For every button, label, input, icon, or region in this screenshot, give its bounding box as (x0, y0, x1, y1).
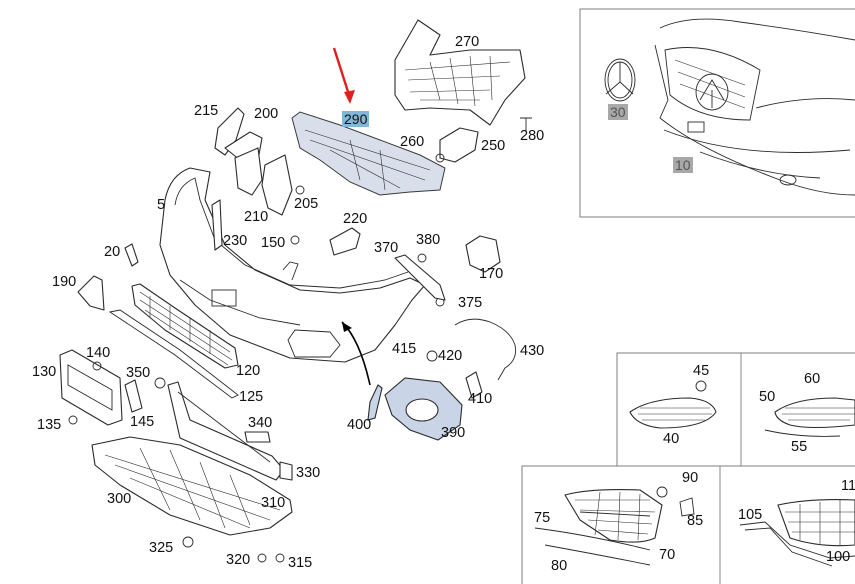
label-310[interactable]: 310 (261, 495, 286, 511)
label-325[interactable]: 325 (149, 540, 174, 556)
label-250[interactable]: 250 (481, 138, 506, 154)
label-60[interactable]: 60 (804, 371, 821, 387)
label-20[interactable]: 20 (104, 244, 121, 260)
sensor-410-drawing (465, 371, 483, 399)
label-70[interactable]: 70 (659, 547, 676, 563)
part-145-drawing (124, 379, 143, 413)
bracket-370-drawing (394, 254, 446, 301)
label-375[interactable]: 375 (458, 295, 483, 311)
brackets-260-250-280-drawing (435, 117, 532, 163)
label-350[interactable]: 350 (126, 365, 151, 381)
clip-340-drawing (244, 431, 271, 443)
star-emblem-drawing (604, 58, 636, 102)
label-200[interactable]: 200 (254, 106, 279, 122)
grille-100-drawing (739, 499, 855, 567)
bracket-270-drawing (394, 19, 526, 126)
label-215[interactable]: 215 (194, 103, 219, 119)
foglamp-cover-50-drawing (764, 397, 855, 437)
label-315[interactable]: 315 (288, 555, 313, 571)
label-10[interactable]: 10 (673, 157, 693, 173)
label-75[interactable]: 75 (534, 510, 551, 526)
bracket-330-drawing (279, 461, 293, 481)
label-220[interactable]: 220 (343, 211, 368, 227)
label-400[interactable]: 400 (347, 417, 372, 433)
label-205[interactable]: 205 (294, 196, 319, 212)
label-190[interactable]: 190 (52, 274, 77, 290)
label-145[interactable]: 145 (130, 414, 155, 430)
label-45[interactable]: 45 (693, 363, 710, 379)
fasteners-drawing (68, 235, 445, 563)
underbody-panel-drawing (91, 436, 293, 536)
bracket-290-drawing (291, 111, 446, 196)
label-430[interactable]: 430 (520, 343, 545, 359)
label-140[interactable]: 140 (86, 345, 111, 361)
label-80[interactable]: 80 (551, 558, 568, 574)
label-210[interactable]: 210 (244, 209, 269, 225)
label-85[interactable]: 85 (687, 513, 704, 529)
label-125[interactable]: 125 (239, 389, 264, 405)
label-5[interactable]: 5 (157, 197, 166, 213)
label-100[interactable]: 100 (826, 549, 851, 565)
bracket-230-drawing (211, 199, 223, 251)
label-270[interactable]: 270 (455, 34, 480, 50)
bracket-220-drawing (329, 227, 361, 256)
label-30[interactable]: 30 (608, 104, 628, 120)
label-135[interactable]: 135 (37, 417, 62, 433)
label-320[interactable]: 320 (226, 552, 251, 568)
label-410[interactable]: 410 (468, 391, 493, 407)
support-310-drawing (167, 381, 285, 481)
wiring-harness-drawing (454, 318, 516, 381)
trim-strip-drawing (108, 309, 239, 399)
ducts-210-205-drawing (234, 147, 305, 216)
label-415[interactable]: 415 (392, 341, 417, 357)
label-300[interactable]: 300 (107, 491, 132, 507)
label-380[interactable]: 380 (416, 232, 441, 248)
label-390[interactable]: 390 (441, 425, 466, 441)
label-340[interactable]: 340 (248, 415, 273, 431)
label-170[interactable]: 170 (479, 266, 504, 282)
license-plate-bracket-drawing (59, 349, 123, 426)
label-330[interactable]: 330 (296, 465, 321, 481)
bumper-cover-drawing (159, 167, 426, 363)
label-280[interactable]: 280 (520, 128, 545, 144)
label-230[interactable]: 230 (223, 233, 248, 249)
label-420[interactable]: 420 (438, 348, 463, 364)
label-105[interactable]: 105 (738, 507, 763, 523)
label-290-highlighted[interactable]: 290 (342, 111, 370, 127)
foglamp-cover-40-drawing (629, 380, 717, 429)
label-55[interactable]: 55 (791, 439, 808, 455)
strip-400-drawing (367, 384, 383, 421)
part-190-drawing (77, 275, 105, 311)
foglamp-surround-390-drawing (384, 377, 463, 441)
label-90[interactable]: 90 (682, 470, 699, 486)
grille-70-drawing (534, 486, 695, 566)
part-20-drawing (124, 243, 139, 267)
part-170-drawing (465, 235, 501, 273)
vehicle-front-drawing (654, 18, 855, 196)
label-370[interactable]: 370 (374, 240, 399, 256)
label-50[interactable]: 50 (759, 389, 776, 405)
label-130[interactable]: 130 (32, 364, 57, 380)
label-11[interactable]: 11 (841, 478, 855, 494)
label-120[interactable]: 120 (236, 363, 261, 379)
red-pointer-arrow (332, 47, 352, 99)
label-260[interactable]: 260 (400, 134, 425, 150)
lower-grille-drawing (131, 283, 239, 369)
label-150[interactable]: 150 (261, 235, 286, 251)
label-40[interactable]: 40 (663, 431, 680, 447)
